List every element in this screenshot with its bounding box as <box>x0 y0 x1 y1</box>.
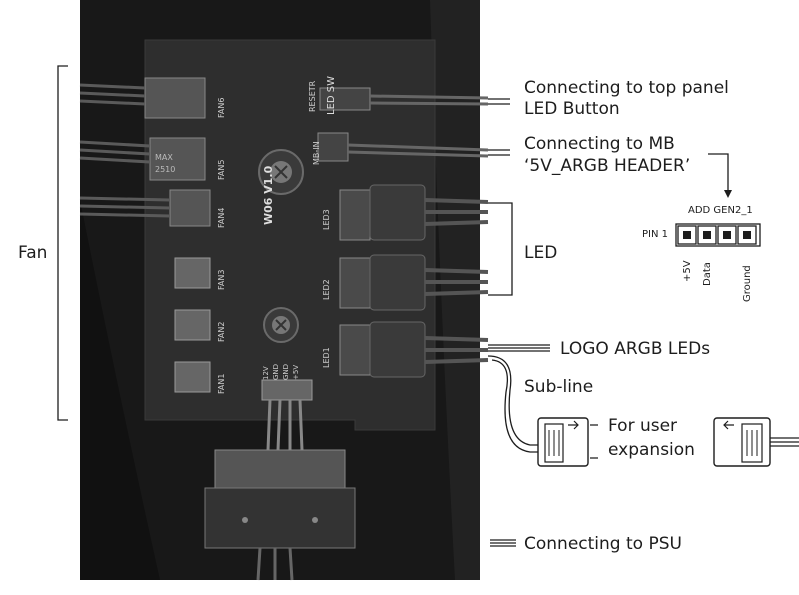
board-reset: RESETR <box>308 80 317 112</box>
board-fan4: FAN4 <box>217 207 226 228</box>
fan-label: Fan <box>18 243 48 263</box>
pin-ground: Ground <box>742 265 753 302</box>
user-label-1: For user <box>608 416 678 436</box>
photo-shadow <box>430 0 480 580</box>
board-led3: LED3 <box>322 209 331 230</box>
led-sw-connector <box>319 87 489 111</box>
board-led2: LED2 <box>322 279 331 300</box>
fan-connectors <box>144 77 211 393</box>
mb-label-1: Connecting to MB <box>524 134 675 154</box>
board-fan1: FAN1 <box>217 373 226 394</box>
board-pin-5v: +5V <box>292 364 300 380</box>
logo-label: LOGO ARGB LEDs <box>560 339 711 359</box>
connector-female-icon <box>713 417 799 467</box>
board-pin-gnd1: GND <box>272 363 280 380</box>
callout-lines <box>488 98 550 547</box>
board-model: W06 V1.0 <box>262 165 275 225</box>
led-bracket <box>488 202 513 296</box>
header-arrow-head <box>724 190 732 198</box>
board-pin-gnd2: GND <box>282 363 290 380</box>
fan-cables <box>79 83 171 218</box>
board-pin-12v: 12V <box>262 366 270 380</box>
sub-line-cable-2 <box>491 359 538 453</box>
header-title: ADD GEN2_1 <box>688 205 753 216</box>
top-panel-label-1: Connecting to top panel <box>524 78 729 98</box>
pin-5v: +5V <box>682 260 693 282</box>
led-label: LED <box>524 243 558 263</box>
sub-line-cable <box>487 355 538 446</box>
power-header <box>261 379 313 451</box>
connector-male-icon <box>537 417 589 467</box>
user-label-2: expansion <box>608 440 695 460</box>
board-fan3: FAN3 <box>217 269 226 290</box>
argb-header <box>675 223 761 247</box>
board-led1: LED1 <box>322 347 331 368</box>
header-arrow-line <box>708 153 729 190</box>
mb-label-2: ‘5V_ARGB HEADER’ <box>524 156 691 176</box>
subline-label: Sub-line <box>524 377 594 397</box>
led-connectors <box>339 184 426 378</box>
expansion-ticks <box>590 424 598 459</box>
screw-bottom <box>263 307 299 343</box>
top-panel-label-2: LED Button <box>524 99 620 119</box>
board-fan5: FAN5 <box>217 159 226 180</box>
mb-in-connector <box>317 132 489 162</box>
screw-top <box>258 149 304 195</box>
pin-data: Data <box>702 262 713 286</box>
board-mb-in: MB-IN <box>312 141 321 165</box>
led-cables <box>424 198 489 364</box>
header-pin1: PIN 1 <box>642 229 669 240</box>
board-fan6: FAN6 <box>217 97 226 118</box>
sata-connector <box>204 449 356 581</box>
photo-shadow-left <box>80 200 160 580</box>
fan-bracket <box>57 65 68 421</box>
board-fan-label: MAX 2510 <box>155 153 176 174</box>
board-fan2: FAN2 <box>217 321 226 342</box>
board-led-sw: LED SW <box>326 75 337 115</box>
psu-label: Connecting to PSU <box>524 534 682 554</box>
